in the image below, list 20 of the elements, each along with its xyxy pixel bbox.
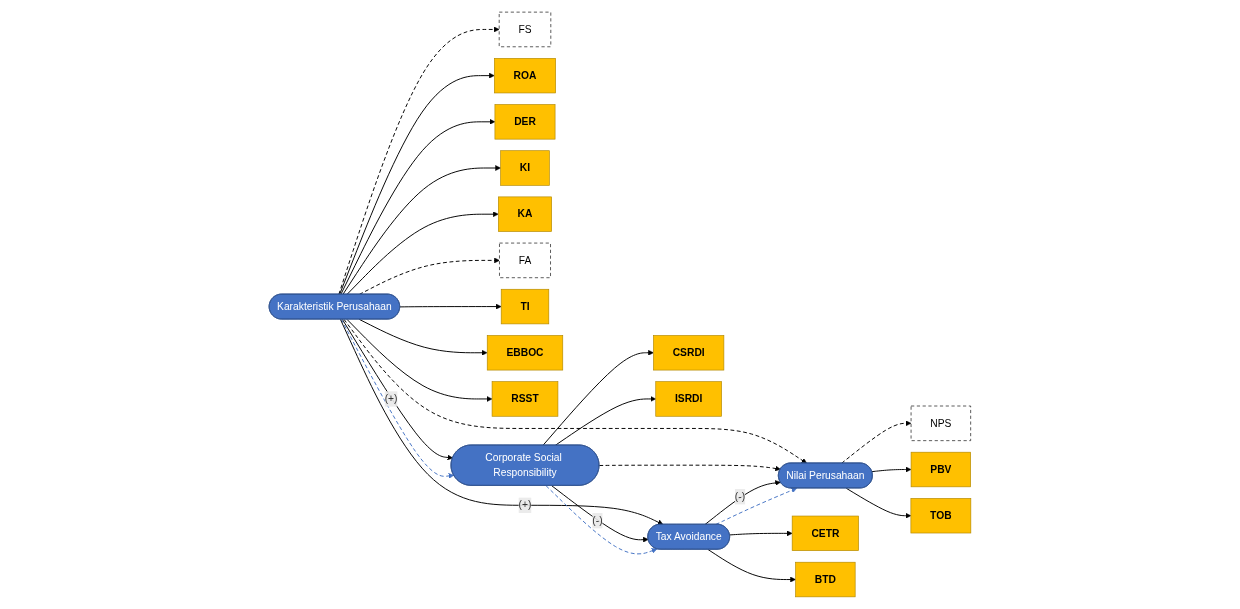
node-box: KI — [500, 150, 550, 186]
node-box: DER — [494, 104, 556, 140]
node-box: RSST — [491, 381, 559, 417]
node-box: FA — [499, 242, 551, 279]
node-box: TOB — [910, 498, 972, 534]
node-box: CSRDI — [653, 335, 725, 371]
node-box: TI — [500, 288, 550, 325]
edge-label: (+) — [384, 393, 398, 405]
node-box: ISRDI — [655, 381, 722, 417]
node-box: NPS — [910, 405, 971, 441]
node-box: BTD — [795, 561, 856, 598]
edge-label: (-) — [592, 514, 603, 526]
edge-label: (+) — [518, 499, 532, 511]
node-box: FS — [498, 11, 552, 48]
edge-label: (-) — [734, 491, 746, 502]
node-box: CETR — [791, 515, 859, 551]
node-box: EBBOC — [486, 335, 564, 371]
node-box: ROA — [494, 58, 556, 94]
node-box: KA — [498, 196, 552, 232]
node-box: PBV — [910, 451, 971, 488]
